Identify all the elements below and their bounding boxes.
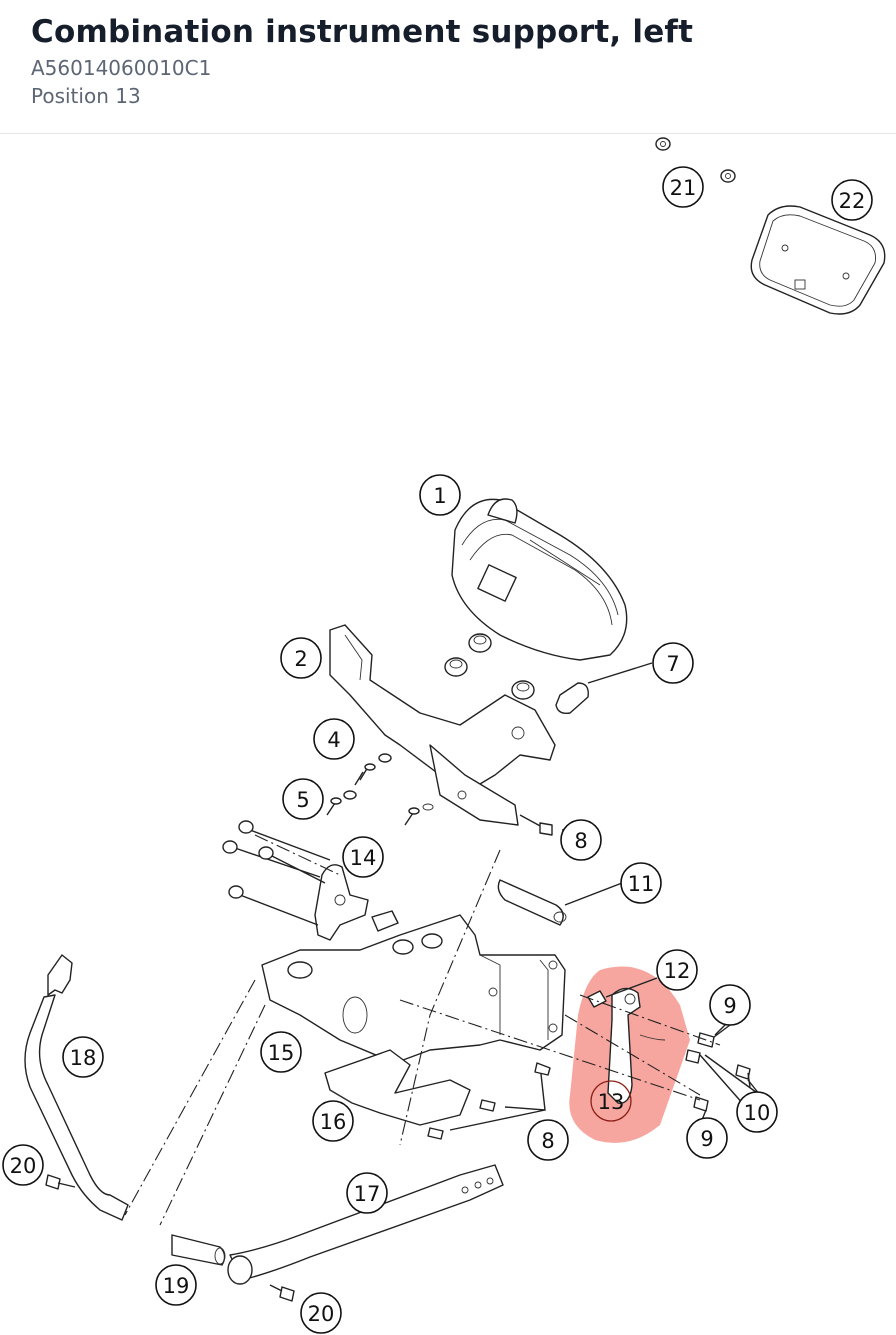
callout-5[interactable]: 5 — [282, 778, 324, 820]
callout-13[interactable]: 13 — [590, 1080, 632, 1122]
part-21-screws — [655, 137, 736, 183]
part-15-main-bracket — [261, 914, 566, 1064]
part-22-cover — [750, 205, 886, 315]
callout-8[interactable]: 8 — [527, 1119, 569, 1161]
callout-circle — [831, 179, 873, 221]
callout-circle — [656, 949, 698, 991]
callout-label: 18 — [70, 1046, 97, 1070]
callout-circle — [346, 1172, 388, 1214]
callout-label: 10 — [744, 1101, 771, 1125]
callout-label: 1 — [433, 484, 446, 508]
callout-label: 2 — [294, 647, 307, 671]
callout-circle — [736, 1091, 778, 1133]
callout-1[interactable]: 1 — [419, 474, 461, 516]
callout-19[interactable]: 19 — [155, 1264, 197, 1306]
callout-circle — [652, 642, 694, 684]
callout-circle — [312, 1100, 354, 1142]
callout-circle — [419, 474, 461, 516]
callout-label: 19 — [163, 1274, 190, 1298]
callout-circle — [260, 1031, 302, 1073]
callout-14[interactable]: 14 — [342, 836, 384, 878]
callout-circle — [342, 836, 384, 878]
callout-9[interactable]: 9 — [686, 1117, 728, 1159]
parts-4-5-fasteners — [326, 753, 434, 826]
part-1-instrument — [451, 498, 628, 661]
callout-circle — [590, 1080, 632, 1122]
callout-circle — [620, 862, 662, 904]
part-11-pin — [497, 879, 623, 926]
part-18-handlebar — [24, 954, 129, 1221]
callout-label: 16 — [320, 1110, 347, 1134]
callout-circle — [686, 1117, 728, 1159]
callout-circle — [280, 637, 322, 679]
callout-22[interactable]: 22 — [831, 179, 873, 221]
callout-circle — [662, 166, 704, 208]
part-13-support-left — [607, 987, 666, 1104]
callout-circle — [155, 1264, 197, 1306]
callout-18[interactable]: 18 — [62, 1036, 104, 1078]
callout-label: 4 — [327, 728, 340, 752]
callout-circle — [62, 1036, 104, 1078]
callout-label: 21 — [670, 176, 697, 200]
callout-label: 20 — [10, 1154, 37, 1178]
callout-15[interactable]: 15 — [260, 1031, 302, 1073]
part-12-bushing — [587, 990, 607, 1008]
part-8-screw-upper — [519, 814, 553, 836]
callout-label: 15 — [268, 1041, 295, 1065]
callout-label: 7 — [666, 652, 679, 676]
callout-label: 17 — [354, 1182, 381, 1206]
callout-2[interactable]: 2 — [280, 637, 322, 679]
callout-label: 9 — [723, 994, 736, 1018]
callout-circle — [527, 1119, 569, 1161]
parts-9-10-screws — [685, 1024, 751, 1112]
callout-label: 8 — [541, 1129, 554, 1153]
callout-10[interactable]: 10 — [736, 1091, 778, 1133]
callout-circle — [313, 718, 355, 760]
callout-9[interactable]: 9 — [709, 984, 751, 1026]
callout-circle — [2, 1144, 44, 1186]
callout-label: 8 — [574, 829, 587, 853]
part-8-screws-lower — [427, 1062, 551, 1140]
part-17-arm — [227, 1164, 504, 1285]
callout-label: 5 — [296, 788, 309, 812]
callout-label: 9 — [700, 1127, 713, 1151]
grommets — [444, 633, 653, 715]
callout-21[interactable]: 21 — [662, 166, 704, 208]
part-2-upper-bracket — [329, 624, 556, 826]
callout-17[interactable]: 17 — [346, 1172, 388, 1214]
callout-circle — [300, 1292, 342, 1334]
callout-label: 11 — [628, 872, 655, 896]
callout-8[interactable]: 8 — [560, 819, 602, 861]
part-16-lower-plate — [324, 1049, 471, 1126]
part-number: A56014060010C1 — [31, 56, 212, 80]
callout-7[interactable]: 7 — [652, 642, 694, 684]
callout-label: 22 — [839, 189, 866, 213]
callout-11[interactable]: 11 — [620, 862, 662, 904]
page-title: Combination instrument support, left — [31, 14, 694, 50]
part-19-spacer — [171, 1234, 226, 1266]
page-header: Combination instrument support, left A56… — [0, 0, 896, 134]
callout-label: 13 — [598, 1090, 625, 1114]
position-label: Position 13 — [31, 84, 141, 108]
callout-circle — [560, 819, 602, 861]
callout-label: 14 — [350, 846, 377, 870]
part-20-screws — [45, 1174, 295, 1302]
callout-label: 20 — [308, 1302, 335, 1326]
callout-20[interactable]: 20 — [2, 1144, 44, 1186]
alignment-lines — [124, 834, 721, 1226]
callout-16[interactable]: 16 — [312, 1100, 354, 1142]
callout-12[interactable]: 12 — [656, 949, 698, 991]
callout-label: 12 — [664, 959, 691, 983]
callout-circle — [282, 778, 324, 820]
callout-4[interactable]: 4 — [313, 718, 355, 760]
callout-20[interactable]: 20 — [300, 1292, 342, 1334]
callout-circle — [709, 984, 751, 1026]
